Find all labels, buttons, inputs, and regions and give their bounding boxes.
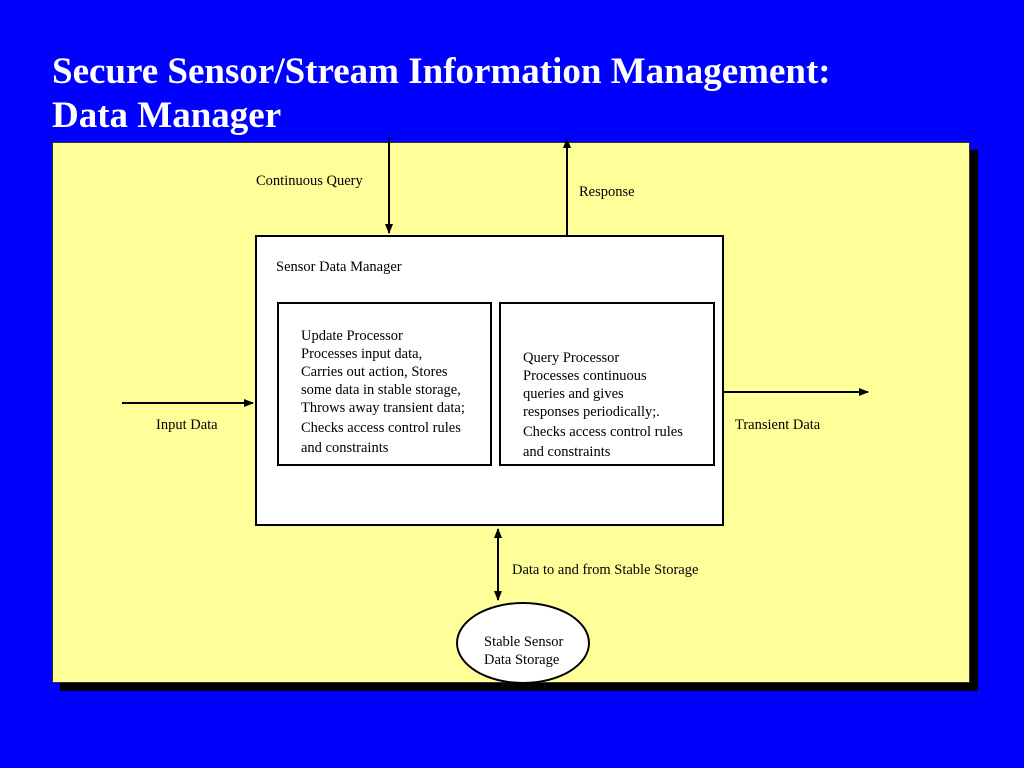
query-processor-text: Query Processor Processes continuous que… — [523, 349, 683, 461]
update-processor-line: Update Processor — [301, 328, 403, 344]
stable-storage-line: Data Storage — [484, 652, 560, 668]
diagram-panel — [52, 142, 970, 683]
query-processor-line: and constraints — [523, 444, 611, 460]
query-processor-box — [499, 302, 715, 466]
slide-title: Secure Sensor/Stream Information Managem… — [52, 50, 992, 138]
update-processor-text: Update Processor Processes input data, C… — [301, 327, 465, 457]
sensor-data-manager-label: Sensor Data Manager — [276, 259, 402, 275]
update-processor-box — [277, 302, 492, 466]
update-processor-line: Carries out action, Stores — [301, 364, 448, 380]
update-processor-line: and constraints — [301, 440, 389, 456]
slide-title-line-2: Data Manager — [52, 95, 282, 136]
stable-storage-label: Stable Sensor Data Storage — [484, 633, 563, 669]
update-processor-line: Checks access control rules — [301, 420, 461, 436]
continuous-query-label: Continuous Query — [256, 173, 363, 189]
stable-storage-ellipse — [456, 602, 590, 684]
query-processor-line: responses periodically;. — [523, 404, 660, 420]
update-processor-line: Processes input data, — [301, 346, 423, 362]
response-label: Response — [579, 184, 635, 200]
query-processor-line: Query Processor — [523, 350, 620, 366]
update-processor-line: some data in stable storage, — [301, 382, 461, 398]
slide-title-line-1: Secure Sensor/Stream Information Managem… — [52, 51, 831, 92]
query-processor-line: queries and gives — [523, 386, 624, 402]
input-data-label: Input Data — [156, 417, 218, 433]
stable-storage-link-label: Data to and from Stable Storage — [512, 562, 699, 578]
query-processor-line: Processes continuous — [523, 368, 647, 384]
update-processor-line: Throws away transient data; — [301, 400, 465, 416]
transient-data-label: Transient Data — [735, 417, 821, 433]
query-processor-line: Checks access control rules — [523, 424, 683, 440]
stable-storage-line: Stable Sensor — [484, 634, 564, 650]
